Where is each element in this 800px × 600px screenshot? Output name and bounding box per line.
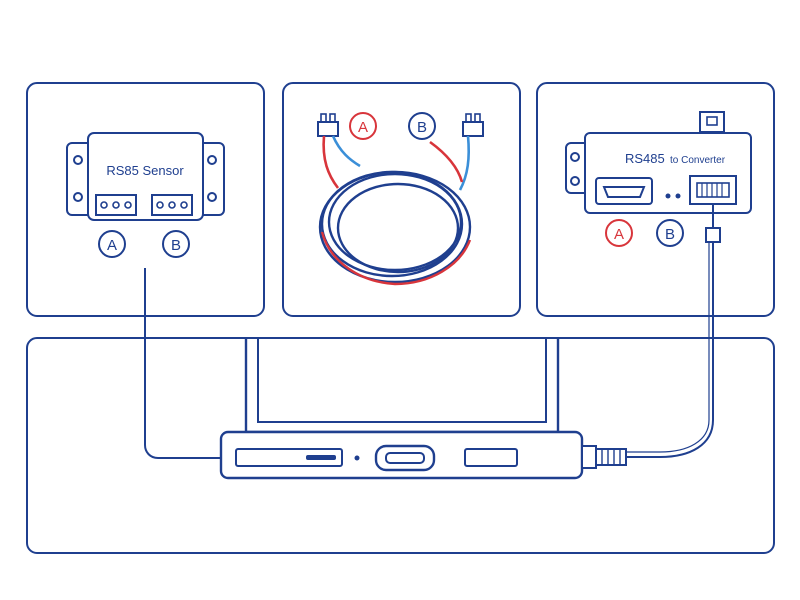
converter-terminal-a-label: A xyxy=(614,226,624,243)
usb-cable-plug-icon xyxy=(581,445,627,469)
converter-terminal-b-label: B xyxy=(665,226,675,243)
converter-panel-frame xyxy=(536,82,775,317)
sensor-terminal-b-label: B xyxy=(171,237,181,254)
sensor-to-laptop-wire xyxy=(144,268,221,459)
usb-port-icon xyxy=(464,448,518,467)
cable-wire-a-label: A xyxy=(358,119,368,136)
sensor-terminal-b-badge xyxy=(162,230,190,258)
converter-terminal-b-badge xyxy=(656,219,684,247)
converter-title: RS485 xyxy=(625,151,665,166)
cable-wire-b-badge xyxy=(408,112,436,140)
hdmi-port-icon xyxy=(374,444,436,472)
card-slot-icon xyxy=(235,448,343,467)
rs85-sensor-icon xyxy=(66,132,225,221)
cable-wire-b-label: B xyxy=(417,119,427,136)
rs485-converter-icon xyxy=(565,111,752,243)
sensor-title: RS85 Sensor xyxy=(106,163,184,178)
sensor-panel: RS85 Sensor A B xyxy=(26,82,265,317)
converter-panel: RS485 to Converter A B xyxy=(536,82,775,317)
converter-to-laptop-wire xyxy=(626,242,714,458)
laptop-icon xyxy=(219,338,584,480)
sensor-terminal-a-label: A xyxy=(107,237,117,254)
cable-panel-frame xyxy=(282,82,521,317)
laptop-panel-frame xyxy=(26,337,775,554)
converter-terminal-a-badge xyxy=(605,219,633,247)
coiled-cable-icon xyxy=(317,113,484,286)
laptop-panel xyxy=(26,337,775,554)
sensor-terminal-a-badge xyxy=(98,230,126,258)
converter-to-laptop-wire-edge xyxy=(626,242,710,453)
cable-wire-a-badge xyxy=(349,112,377,140)
converter-subtitle: to Converter xyxy=(670,155,726,166)
indicator-led-icon xyxy=(354,455,360,461)
cable-panel: A B xyxy=(282,82,521,317)
